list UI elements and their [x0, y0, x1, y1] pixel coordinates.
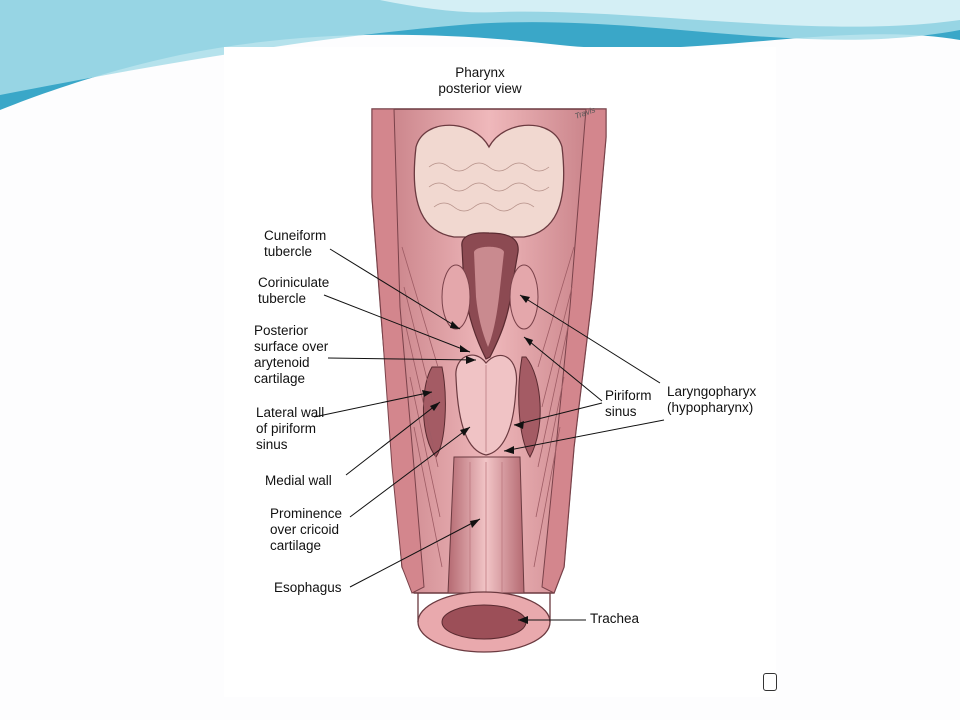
pharynx-illustration: Travis: [313, 105, 665, 653]
arrowhead: [460, 345, 470, 352]
label-medial-wall: Medial wall: [265, 473, 332, 488]
leader-laryngopharynx-1: [519, 294, 661, 384]
leader-cuneiform: [329, 248, 461, 330]
arrowhead: [524, 337, 533, 346]
label-laryngopharynx: Laryngopharyx (hypopharynx): [667, 384, 757, 415]
label-cuneiform-tubercle: Cuneiform tubercle: [264, 228, 327, 259]
leader-medial-wall: [345, 401, 441, 476]
corner-logo-icon: [763, 673, 777, 691]
trachea-body: [417, 593, 551, 622]
diagram-title: Pharynx posterior view: [438, 65, 522, 96]
header-wave-highlight: [380, 0, 960, 27]
label-prominence-cricoid: Prominence over cricoid cartilage: [270, 506, 343, 553]
leader-esophagus: [349, 518, 481, 588]
arrowhead: [504, 446, 514, 454]
leader-piriform-2: [513, 402, 603, 426]
label-trachea: Trachea: [590, 611, 640, 626]
label-lateral-wall: Lateral wall of piriform sinus: [256, 405, 325, 452]
arrowhead: [518, 616, 528, 624]
anatomy-figure: Travis: [224, 47, 776, 697]
piriform-sinus-right: [518, 356, 541, 459]
epiglottis: [413, 124, 565, 238]
arrowhead: [430, 402, 440, 411]
trachea-lumen: [441, 604, 527, 640]
label-corniculate-tubercle: Coriniculate tubercle: [258, 275, 330, 306]
leader-piriform-1: [523, 336, 603, 402]
epiglottis-texture: [428, 162, 550, 212]
arrowhead: [422, 390, 432, 397]
leader-corniculate: [323, 294, 471, 353]
leader-posterior-surface: [327, 357, 477, 361]
left-lateral-muscle: [371, 108, 425, 594]
arrowhead: [470, 519, 480, 528]
leader-arrowheads: [422, 295, 533, 624]
arrowhead: [460, 427, 470, 436]
arrowhead: [466, 356, 476, 364]
arrowhead: [514, 421, 524, 429]
arytenoid-left: [441, 264, 471, 330]
label-posterior-surface: Posterior surface over arytenoid cartila…: [254, 323, 329, 386]
laryngeal-inlet-inner: [474, 246, 504, 347]
esophagus-lines: [469, 462, 503, 592]
arrowhead: [450, 321, 460, 329]
label-esophagus: Esophagus: [274, 580, 342, 595]
leader-lines: [313, 248, 665, 621]
leader-laryngopharynx-2: [503, 419, 665, 452]
leader-lateral-wall: [313, 391, 433, 418]
arrowhead: [520, 295, 530, 303]
muscle-striations-right: [533, 246, 575, 568]
leader-prominence: [349, 426, 471, 518]
label-piriform-sinus: Piriform sinus: [605, 388, 652, 419]
header-wave-light: [0, 0, 960, 95]
